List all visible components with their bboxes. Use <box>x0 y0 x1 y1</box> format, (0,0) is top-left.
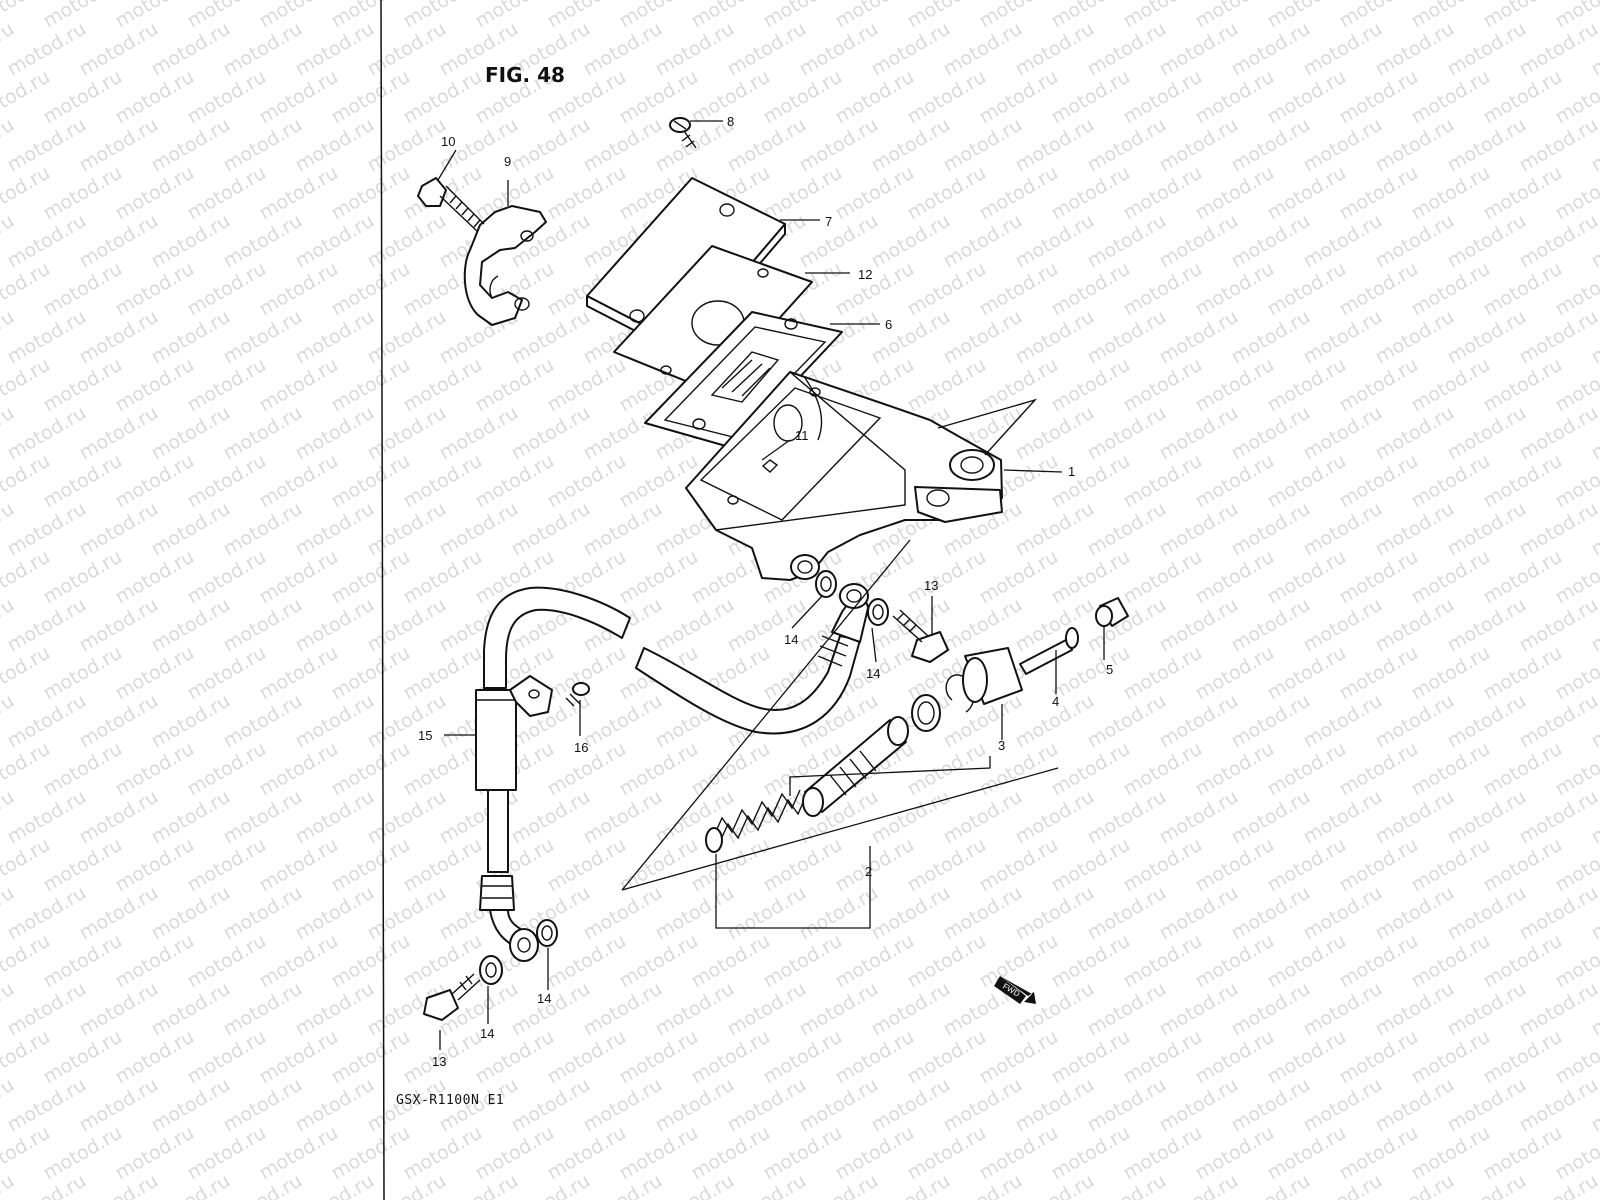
callout-11: 11 <box>795 428 809 443</box>
figure-title: FIG. 48 <box>485 63 565 87</box>
part-piston-spring <box>705 789 807 853</box>
part-pushrod <box>1019 627 1079 675</box>
part-washer-c <box>479 955 503 985</box>
callout-15: 15 <box>418 728 432 743</box>
part-washer-d <box>536 919 558 947</box>
part-bracket-bolt <box>565 682 590 707</box>
part-pushrod-end <box>1095 597 1129 627</box>
callout-2: 2 <box>865 864 872 879</box>
callout-12: 12 <box>858 267 872 282</box>
part-handlebar-clamp <box>463 205 547 326</box>
part-washer-b <box>867 598 889 626</box>
model-label: GSX-R1100N E1 <box>396 1093 504 1108</box>
callout-8: 8 <box>727 114 734 129</box>
callout-9: 9 <box>504 154 511 169</box>
callout-13-lower: 13 <box>432 1054 446 1069</box>
callout-1: 1 <box>1068 464 1075 479</box>
exploded-view-lines <box>621 539 1059 891</box>
part-banjo-bolt-lower <box>423 973 481 1021</box>
callout-7: 7 <box>825 214 832 229</box>
callout-14-a: 14 <box>784 632 798 647</box>
callout-3: 3 <box>998 738 1005 753</box>
callout-14-c: 14 <box>480 1026 494 1041</box>
page-edge-line <box>380 0 385 1200</box>
fwd-arrow: FWD <box>994 976 1036 1004</box>
part-washer-a <box>815 570 837 598</box>
part-clutch-hose <box>475 583 869 962</box>
part-hose-bracket <box>509 675 553 717</box>
leader-lines <box>437 120 1105 1050</box>
callout-5: 5 <box>1106 662 1113 677</box>
part-boot <box>962 647 1023 705</box>
part-cap-screw <box>669 117 697 149</box>
part-piston-cup <box>911 694 941 732</box>
callout-6: 6 <box>885 317 892 332</box>
callout-10: 10 <box>441 134 455 149</box>
part-diaphragm <box>644 311 843 449</box>
part-piston <box>802 716 909 817</box>
part-banjo-bolt-upper <box>892 609 949 663</box>
callout-14-d: 14 <box>537 991 551 1006</box>
callout-16: 16 <box>574 740 588 755</box>
callout-14-b: 14 <box>866 666 880 681</box>
part-clamp-bolt <box>417 177 485 233</box>
part-master-cylinder-body <box>685 371 1038 581</box>
callout-4: 4 <box>1052 694 1059 709</box>
callout-13-upper: 13 <box>924 578 938 593</box>
watermark-text: motod.ru <box>0 1170 18 1200</box>
